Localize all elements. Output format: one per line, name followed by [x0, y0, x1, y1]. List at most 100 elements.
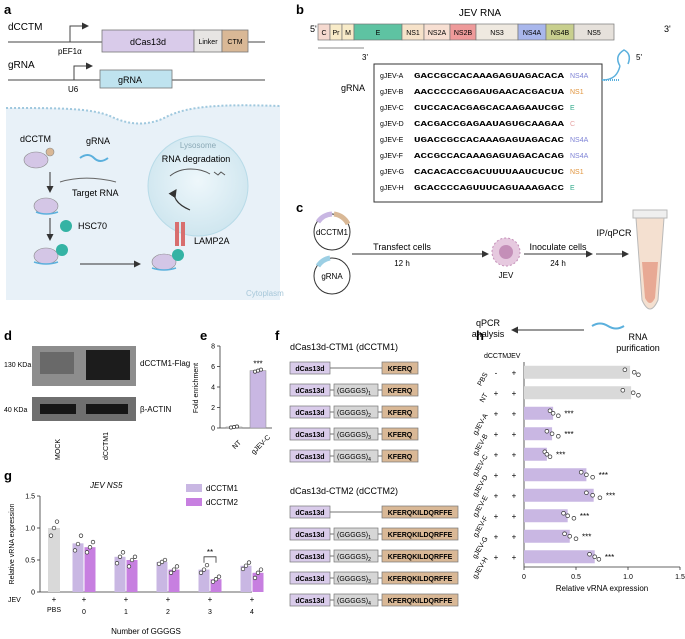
grna-block — [99, 69, 173, 89]
x-tick-label: 2 — [166, 609, 170, 616]
jev-plus: + — [124, 595, 129, 604]
ctm-label: KFERQKILDQRFFE — [388, 532, 453, 539]
ctm-block — [381, 449, 419, 463]
lysosome-label: Lysosome — [180, 141, 217, 150]
target-rna-label: Target RNA — [72, 188, 119, 198]
jev-sign: + — [512, 471, 517, 480]
bar — [524, 488, 594, 502]
target-rna-icon — [59, 177, 117, 183]
dcctm-sign: + — [494, 553, 499, 562]
data-point — [578, 470, 584, 475]
y-axis-label: Fold enrichment — [193, 363, 200, 413]
data-point — [561, 511, 566, 516]
linker-block — [333, 549, 379, 563]
significance-bracket — [203, 556, 217, 563]
category-label: gJEV-B — [472, 433, 490, 457]
promoter-u6-label: U6 — [68, 85, 79, 94]
category-label: gJEV-E — [472, 494, 490, 518]
gene-label: NS4A — [523, 30, 542, 37]
data-point — [120, 550, 126, 555]
bar — [198, 569, 210, 592]
guide-name: gJEV-G — [380, 169, 404, 176]
x-tick-label: 1.0 — [623, 574, 633, 581]
ctm-label: KFERQ — [388, 454, 413, 461]
x-tick-label: 0 — [82, 609, 86, 616]
data-point — [620, 388, 626, 393]
x-tick-label: 1 — [124, 609, 128, 616]
rna-degradation-label: RNA degradation — [162, 154, 231, 164]
x-tick-label: 0 — [522, 574, 526, 581]
panel-label-c: c — [296, 200, 303, 215]
plasmid-dcctm1-label: dCCTM1 — [316, 228, 349, 237]
data-point — [87, 545, 93, 550]
grna-5prime: 5' — [636, 53, 642, 62]
band-dcctm1-flag-label: dCCTM1-Flag — [140, 359, 190, 368]
gene-label: NS1 — [406, 30, 420, 37]
ctm-block-label: CTM — [227, 39, 242, 46]
y-tick-label: 0 — [31, 590, 35, 597]
data-point — [584, 472, 589, 478]
dcas13d-block — [289, 549, 331, 563]
step-ipqpcr: IP/qPCR — [596, 228, 632, 238]
dcas13d-block-label: dCas13d — [130, 37, 166, 47]
bar — [524, 427, 553, 441]
data-point — [622, 367, 628, 373]
data-point — [213, 577, 219, 582]
data-point — [547, 454, 553, 460]
gene-label: C — [321, 30, 326, 37]
dcctm-protein-icon — [23, 151, 49, 169]
step-transfect: Transfect cells — [373, 242, 431, 252]
data-point — [201, 567, 207, 572]
data-point — [156, 561, 162, 566]
header-dcctm: dCCTM — [484, 353, 508, 360]
dcctm-sign: - — [495, 368, 498, 377]
legend-swatch — [186, 498, 202, 506]
y-tick-label: 0.5 — [25, 558, 35, 565]
jev-plus: + — [166, 595, 171, 604]
bar — [126, 560, 138, 592]
category-label: gJEV-F — [472, 515, 490, 538]
dcas13d-label: dCas13d — [295, 532, 324, 539]
gene-label: NS3 — [490, 30, 504, 37]
bar — [84, 547, 96, 592]
dcctm-sign: + — [494, 471, 499, 480]
category-label: PBS — [477, 371, 490, 387]
ctm-block — [381, 405, 419, 419]
x-tick-label: 3 — [208, 609, 212, 616]
bar — [210, 579, 222, 592]
legend-label: dCCTM2 — [206, 498, 239, 507]
guide-target: NS1 — [570, 89, 584, 96]
plasmid-grna-icon — [313, 257, 351, 295]
panel-label-b: b — [296, 2, 304, 17]
dcctm-cell-label: dCCTM — [20, 134, 51, 144]
guide-name: gJEV-A — [380, 73, 404, 80]
jev-sign: + — [512, 553, 517, 562]
significance-stars: *** — [564, 430, 573, 439]
lamp2a-icon — [175, 222, 179, 246]
guide-sequence: AACCCCCAGGAUGAACACGACUA — [414, 89, 565, 97]
dcas13d-label: dCas13d — [295, 366, 324, 373]
panel-label-e: e — [200, 328, 207, 343]
grna-3prime: 3' — [362, 53, 368, 62]
dcas13d-block — [289, 571, 331, 585]
jev-rna-title: JEV RNA — [459, 8, 502, 19]
guide-target: E — [570, 185, 575, 192]
panel-c: dCCTM1 gRNA Transfect cells 12 h JEV Ino… — [313, 209, 668, 353]
data-point — [210, 579, 216, 584]
dcctm-sign: + — [494, 450, 499, 459]
gene-label: E — [376, 30, 381, 37]
guide-sequence: GACCGCCACAAAGAGUAGACACA — [414, 73, 565, 81]
data-point — [544, 429, 550, 434]
data-point — [159, 559, 165, 565]
ctm-block — [381, 427, 419, 441]
bar — [524, 509, 568, 523]
data-point — [174, 564, 180, 569]
data-point — [117, 554, 123, 559]
ctm-block — [381, 505, 459, 519]
data-point — [590, 475, 595, 480]
guide-target: C — [570, 121, 575, 128]
jev-sign: + — [512, 409, 517, 418]
gene-label: NS4B — [551, 30, 570, 37]
